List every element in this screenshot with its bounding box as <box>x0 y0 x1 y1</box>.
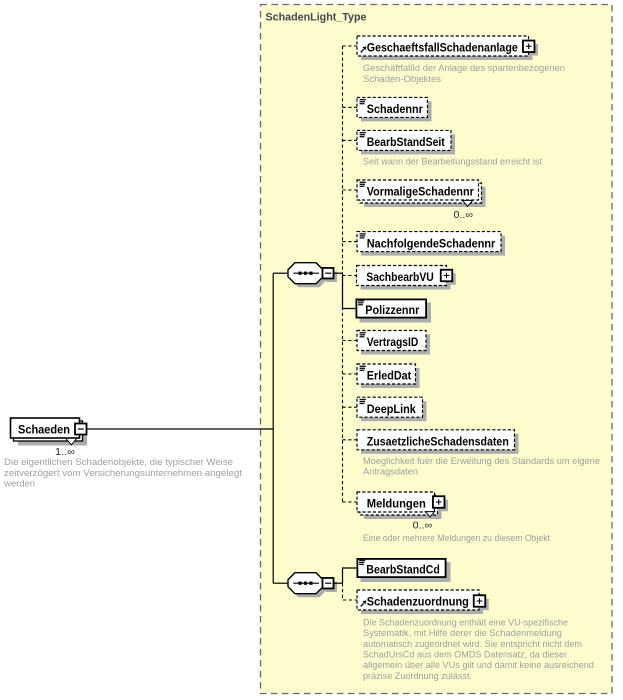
svg-text:NachfolgendeSchadennr: NachfolgendeSchadennr <box>367 236 496 250</box>
svg-text:SchadenLight_Type: SchadenLight_Type <box>266 12 367 24</box>
svg-text:Moeglichkeit fuer die Erweitun: Moeglichkeit fuer die Erweitung des Stan… <box>363 456 600 466</box>
svg-text:Schaeden: Schaeden <box>18 423 70 437</box>
svg-text:SachbearbVU: SachbearbVU <box>366 270 434 284</box>
svg-text:VormaligeSchadennr: VormaligeSchadennr <box>367 185 474 199</box>
svg-text:SchadUrsCd aus dem OMDS Datens: SchadUrsCd aus dem OMDS Datensatz, da di… <box>363 650 567 660</box>
svg-text:präzise Zuordnung zulässt.: präzise Zuordnung zulässt. <box>363 671 472 681</box>
svg-text:Eine oder mehrere Meldungen zu: Eine oder mehrere Meldungen zu diesem Ob… <box>363 533 550 543</box>
svg-text:automatisch zugeordnet wird. S: automatisch zugeordnet wird. Sie entspri… <box>363 639 582 649</box>
svg-text:Antragsdaten: Antragsdaten <box>363 467 418 477</box>
svg-text:Systematik, mit Hilfe derer di: Systematik, mit Hilfe derer die Schadenm… <box>363 628 562 638</box>
svg-text:Die eigentlichen Schadenobjekt: Die eigentlichen Schadenobjekte, die typ… <box>4 457 233 467</box>
svg-text:1..∞: 1..∞ <box>55 447 75 458</box>
svg-text:Schaden-Objektes: Schaden-Objektes <box>363 74 441 84</box>
svg-text:Meldungen: Meldungen <box>367 497 426 511</box>
svg-text:0..∞: 0..∞ <box>413 521 433 532</box>
svg-text:allgemein über alle VUs gilt u: allgemein über alle VUs gilt und damit k… <box>363 660 594 670</box>
svg-text:zeitverzögert vom Versicherung: zeitverzögert vom Versicherungsunternehm… <box>4 468 242 478</box>
svg-text:GeschäftfallId der Anlage des: GeschäftfallId der Anlage des spartenbez… <box>363 63 565 73</box>
svg-text:Schadenzuordnung: Schadenzuordnung <box>367 595 469 609</box>
svg-text:werden: werden <box>3 479 35 489</box>
svg-text:Die Schadenzuordnung enthält e: Die Schadenzuordnung enthält eine VU-spe… <box>363 617 568 627</box>
svg-text:BearbStandCd: BearbStandCd <box>366 563 440 577</box>
svg-text:Polizzennr: Polizzennr <box>365 303 419 317</box>
svg-text:ErledDat: ErledDat <box>367 369 412 383</box>
svg-text:BearbStandSeit: BearbStandSeit <box>367 135 445 149</box>
svg-text:Schadennr: Schadennr <box>367 102 423 116</box>
svg-text:ZusaetzlicheSchadensdaten: ZusaetzlicheSchadensdaten <box>367 435 509 449</box>
svg-text:Seit wann der Bearbeitungsstan: Seit wann der Bearbeitungsstand erreicht… <box>363 157 542 167</box>
svg-text:GeschaeftsfallSchadenanlage: GeschaeftsfallSchadenanlage <box>367 41 518 55</box>
svg-text:0..∞: 0..∞ <box>454 210 474 221</box>
svg-text:VertragsID: VertragsID <box>367 335 419 349</box>
svg-text:DeepLink: DeepLink <box>367 402 416 416</box>
